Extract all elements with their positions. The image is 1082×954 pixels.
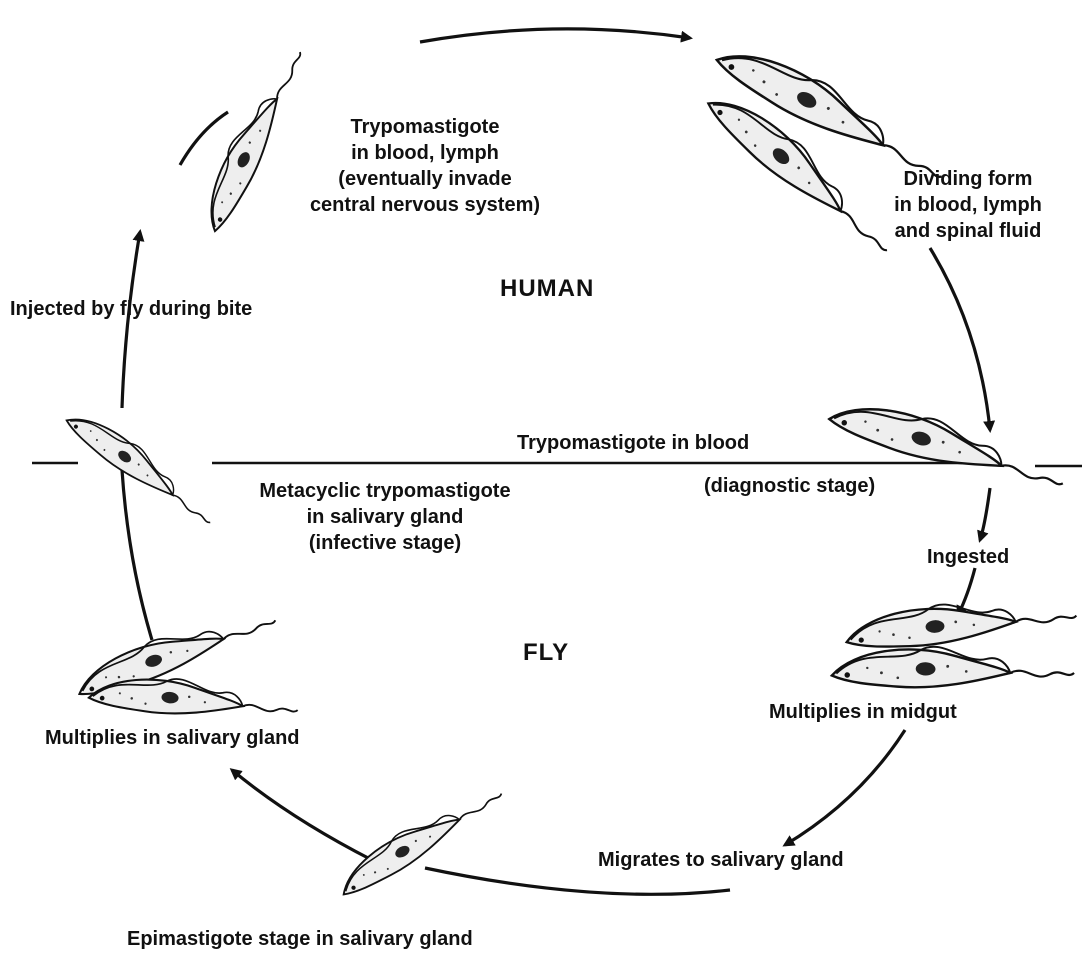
label-multiplies-midgut: Multiplies in midgut — [769, 699, 957, 725]
label-line: Metacyclic trypomastigote — [200, 478, 570, 504]
label-line: and spinal fluid — [858, 218, 1078, 244]
parasite-epimastigote — [331, 779, 509, 900]
label-dividing-form: Dividing form in blood, lymph and spinal… — [858, 166, 1078, 244]
label-line: Dividing form — [858, 166, 1078, 192]
arrow-left-lower — [232, 770, 372, 860]
parasite-midgut — [832, 595, 1078, 693]
label-line: in blood, lymph — [858, 192, 1078, 218]
label-epimastigote: Epimastigote stage in salivary gland — [127, 926, 473, 952]
label-line: in salivary gland — [200, 504, 570, 530]
label-trypomastigote-in-blood: Trypomastigote in blood — [517, 430, 749, 456]
arrow-top — [420, 29, 690, 42]
label-line: central nervous system) — [245, 192, 605, 218]
parasite-metacyclic — [63, 402, 220, 534]
arrow-top-left — [180, 112, 228, 165]
label-multiplies-salivary: Multiplies in salivary gland — [45, 725, 300, 751]
label-line: (infective stage) — [200, 530, 570, 556]
label-trypomastigote-blood-lymph: Trypomastigote in blood, lymph (eventual… — [245, 114, 605, 218]
label-ingested: Ingested — [927, 544, 1009, 570]
arrow-ingested — [980, 488, 990, 540]
parasite-salivary-multiplies — [71, 603, 300, 728]
region-human-label: HUMAN — [500, 276, 594, 302]
arrow-right-lower — [785, 730, 905, 845]
label-line: Trypomastigote — [245, 114, 605, 140]
arrow-right-upper — [930, 248, 990, 430]
label-line: in blood, lymph — [245, 140, 605, 166]
label-injected: Injected by fly during bite — [10, 296, 252, 322]
arrow-left-middle — [122, 470, 152, 640]
label-line: (eventually invade — [245, 166, 605, 192]
region-fly-label: FLY — [523, 640, 569, 666]
human-fly-divider — [32, 463, 1082, 466]
label-diagnostic-stage: (diagnostic stage) — [704, 473, 875, 499]
label-metacyclic: Metacyclic trypomastigote in salivary gl… — [200, 478, 570, 556]
label-migrates: Migrates to salivary gland — [598, 847, 844, 873]
